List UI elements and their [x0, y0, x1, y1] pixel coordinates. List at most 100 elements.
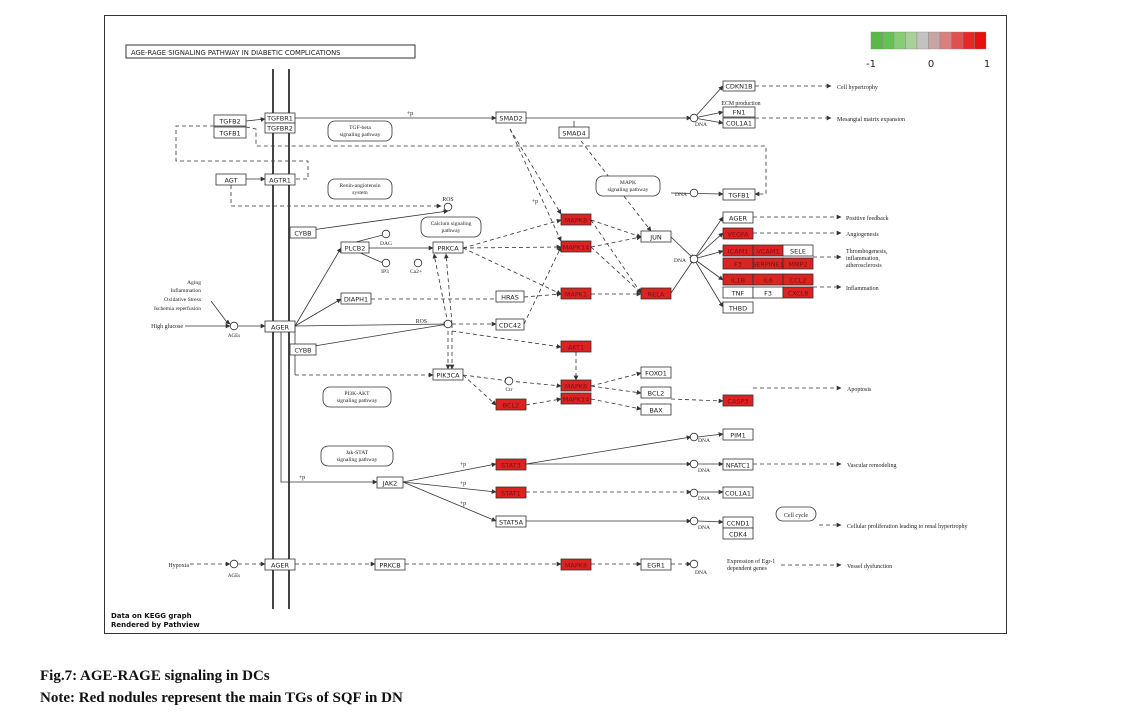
footer-data-source: Data on KEGG graph [111, 612, 192, 620]
gene-node-smad4 [558, 126, 590, 139]
label-ages: AGEs [228, 334, 240, 339]
compound-circle [689, 254, 699, 264]
gene-label-col1a1a: COL1A1 [726, 120, 752, 128]
label-thrombogenesis: Thrombogenesis, [846, 249, 888, 255]
label-aging: Aging [187, 280, 201, 286]
edge [462, 218, 562, 249]
gene-label-rela: RELA [648, 291, 665, 299]
label-phosphorylation: +p [299, 475, 305, 481]
legend-mid-label: 0 [928, 59, 934, 70]
edge [294, 298, 342, 327]
gene-label-mapk8b: MAPK8 [565, 383, 587, 391]
gene-label-cdc42: CDC42 [499, 322, 521, 330]
label-dna: DNA [698, 468, 710, 474]
gene-label-cybbb: CYBB [294, 347, 311, 355]
pathway-label-jak: Jak-STAT [346, 450, 369, 456]
label-expression-2: dependent genes [727, 566, 767, 572]
gene-node-pim1 [722, 428, 754, 441]
label-dna: DNA [695, 570, 707, 576]
compound-circle [413, 258, 423, 268]
gene-label-stat5a: STAT5A [499, 519, 524, 527]
gene-label-il1b: IL1B [731, 277, 745, 285]
gene-label-vegfa: VEGFA [727, 231, 749, 239]
gene-label-plcb2: PLCB2 [345, 245, 366, 253]
gene-label-foxo1: FOXO1 [645, 370, 667, 378]
gene-node-casp3 [722, 394, 754, 407]
label-inflammation: Inflammation [171, 287, 202, 294]
edge [590, 219, 642, 238]
label-dna: DNA [675, 192, 687, 198]
gene-node-foxo1 [640, 366, 672, 379]
gene-label-jun: JUN [649, 234, 662, 242]
legend-min-label: -1 [866, 59, 876, 70]
gene-label-bcl2: BCL2 [648, 390, 665, 398]
label-positive-feedback: Positive feedback [846, 215, 889, 222]
compound-circle [689, 432, 699, 442]
gene-node-bcl2b [495, 398, 527, 411]
label-dna: DNA [695, 122, 707, 128]
label-ip3: IP3 [381, 269, 389, 275]
edge [525, 435, 692, 465]
gene-label-agt: AGT [224, 177, 237, 185]
edge [402, 481, 497, 522]
pathway-label-mapk: MAPK [620, 180, 636, 186]
compound-circle [229, 559, 239, 569]
edge [693, 216, 724, 260]
gene-label-cybba: CYBB [294, 230, 311, 238]
pathway-label-ras: Renin-angiotensin [339, 183, 380, 189]
gene-label-cxcl8: CXCL8 [788, 290, 809, 298]
gene-label-fn1: FN1 [733, 109, 746, 117]
edge [175, 125, 309, 180]
edge [670, 398, 724, 404]
pathway-box-mapk [595, 175, 661, 197]
gene-label-pim1: PIM1 [730, 432, 746, 440]
label-dag: DAG [380, 241, 392, 247]
gene-node-mmp2 [782, 257, 814, 270]
gene-node-tgfb1b [722, 188, 756, 201]
text-layer: AGE-RAGE SIGNALING PATHWAY IN DIABETIC C… [131, 49, 990, 579]
title-box [125, 44, 416, 59]
gene-node-vegfa [722, 227, 754, 240]
label-dna: DNA [698, 496, 710, 502]
label-inflammation-3: Inflammation [846, 285, 879, 292]
gene-label-ccnd1: CCND1 [726, 520, 749, 528]
gene-label-f3b: F3 [764, 290, 772, 298]
edge [451, 330, 562, 349]
gene-label-tgfb1b: TGFB1 [727, 192, 749, 200]
gene-node-cdc42 [495, 318, 525, 331]
label-ischemia: Ischemia reperfusion [154, 305, 201, 312]
gene-node-jun [640, 230, 672, 243]
gene-label-agerb: AGER [271, 562, 289, 570]
gene-node-bcl2 [640, 386, 672, 399]
gene-label-mapk1: MAPK1 [565, 291, 587, 299]
compound-circle [689, 516, 699, 526]
gene-node-mapkb [560, 240, 592, 253]
gene-label-mapk8c: MAPK8 [565, 562, 587, 570]
label-vessel-dysfunction: Vessel dysfunction [847, 563, 892, 570]
gene-node-bax [640, 403, 672, 416]
edge [462, 247, 562, 295]
edge [280, 331, 378, 485]
gene-label-prkca: PRKCA [437, 245, 459, 253]
gene-label-mapk14b: MAPK14 [563, 396, 590, 404]
gene-node-rela [640, 287, 672, 300]
edge [245, 126, 767, 197]
label-phosphorylation: +p [460, 501, 466, 507]
edge [462, 244, 562, 250]
compound-circle [689, 459, 699, 469]
gene-label-casp3: CASP3 [727, 398, 748, 406]
gene-label-cdk4: CDK4 [729, 531, 747, 539]
gene-node-akt1 [560, 340, 592, 353]
label-atherosclerosis: atherosclerosis [846, 263, 882, 269]
compound-circle [504, 376, 514, 386]
gene-label-ccl2: CCL2 [790, 277, 807, 285]
legend-swatch [939, 31, 952, 50]
gene-node-tgfb1a [213, 126, 247, 139]
legend-swatch [962, 31, 975, 50]
gene-node-diaph1 [340, 292, 372, 305]
gene-label-agerm: AGER [271, 324, 289, 332]
gene-label-stat1: STAT1 [501, 490, 521, 498]
pathway-box-cellcycle [775, 506, 817, 522]
label-expression-1: Expression of Egr-1 [727, 558, 775, 565]
gene-label-f3a: F3 [734, 261, 742, 269]
